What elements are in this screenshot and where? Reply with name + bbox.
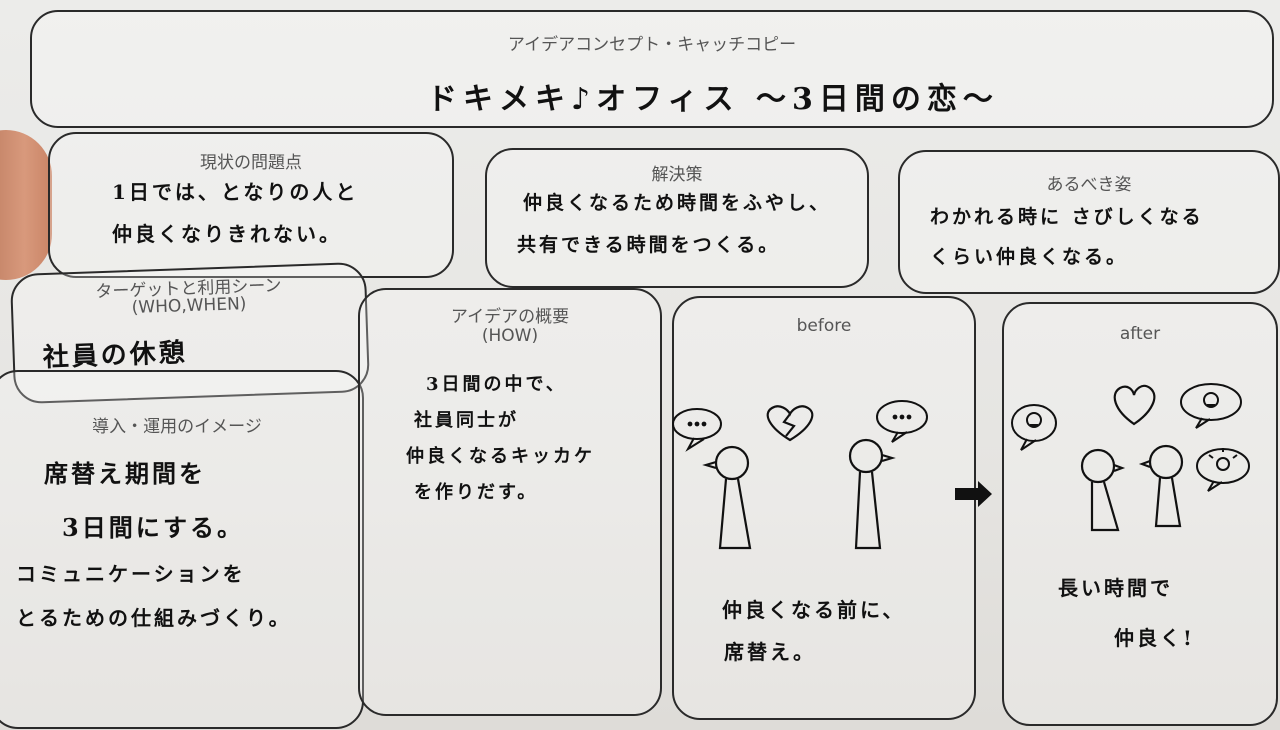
problem-label: 現状の問題点 — [200, 153, 302, 173]
before-line-1: 仲良くなる前に、 — [722, 598, 906, 622]
after-label: after — [1119, 324, 1161, 344]
overview-sublabel: (HOW) — [481, 326, 539, 346]
solution-label: 解決策 — [651, 165, 703, 185]
problem-line-2: 仲良くなりきれない。 — [112, 222, 342, 246]
overview-line-3: 仲良くなるキッカケ — [406, 446, 595, 467]
lightbulb-bubble-icon — [1196, 448, 1250, 492]
smile-bubble-icon — [1180, 383, 1242, 429]
overview-line-2: 社員同士が — [414, 410, 519, 431]
concept-box: アイデアコンセプト・キャッチコピー ドキメキ♪オフィス 〜3日間の恋〜 — [30, 10, 1274, 128]
after-line-2: 仲良く! — [1114, 626, 1195, 650]
overview-line-1: 3日間の中で、 — [426, 374, 567, 395]
ideal-line-1: わかれる時に さびしくなる — [930, 206, 1204, 228]
usage-line-4: とるための仕組みづくり。 — [16, 606, 292, 630]
usage-box: 導入・運用のイメージ 席替え期間を 3日間にする。 コミュニケーションを とるた… — [0, 370, 364, 729]
overview-label: アイデアの概要 — [450, 307, 570, 327]
solution-line-2: 共有できる時間をつくる。 — [517, 234, 781, 256]
speech-bubble-icon — [672, 408, 722, 452]
solution-box: 解決策 仲良くなるため時間をふやし、 共有できる時間をつくる。 — [485, 148, 869, 288]
concept-label: アイデアコンセプト・キャッチコピー — [507, 35, 797, 55]
person-figure — [1138, 444, 1184, 528]
overview-box: アイデアの概要 (HOW) 3日間の中で、 社員同士が 仲良くなるキッカケ を作… — [358, 288, 662, 716]
person-figure — [1080, 448, 1126, 532]
ideal-line-2: くらい仲良くなる。 — [930, 246, 1129, 268]
usage-label: 導入・運用のイメージ — [92, 417, 262, 437]
usage-line-3: コミュニケーションを — [16, 562, 246, 586]
broken-heart-icon — [766, 405, 814, 442]
problem-box: 現状の問題点 1日では、となりの人と 仲良くなりきれない。 — [48, 132, 454, 278]
concept-title: ドキメキ♪オフィス 〜3日間の恋〜 — [427, 82, 999, 117]
before-line-2: 席替え。 — [724, 640, 816, 664]
before-label: before — [796, 316, 852, 336]
problem-line-1: 1日では、となりの人と — [112, 180, 359, 204]
after-line-1: 長い時間で — [1058, 576, 1173, 600]
smile-bubble-icon — [1011, 404, 1057, 451]
solution-line-1: 仲良くなるため時間をふやし、 — [523, 192, 832, 214]
holding-thumb — [0, 130, 52, 280]
ideal-label: あるべき姿 — [1046, 175, 1132, 195]
heart-icon — [1113, 384, 1156, 426]
person-figure — [848, 438, 896, 550]
ideal-box: あるべき姿 わかれる時に さびしくなる くらい仲良くなる。 — [898, 150, 1280, 294]
overview-line-4: を作りだす。 — [414, 482, 539, 503]
after-box: after 長い時間で 仲良く! — [1002, 302, 1278, 726]
speech-bubble-icon — [876, 400, 928, 443]
usage-line-1: 席替え期間を — [44, 459, 206, 488]
usage-line-2: 3日間にする。 — [62, 513, 244, 542]
person-figure — [702, 445, 752, 550]
